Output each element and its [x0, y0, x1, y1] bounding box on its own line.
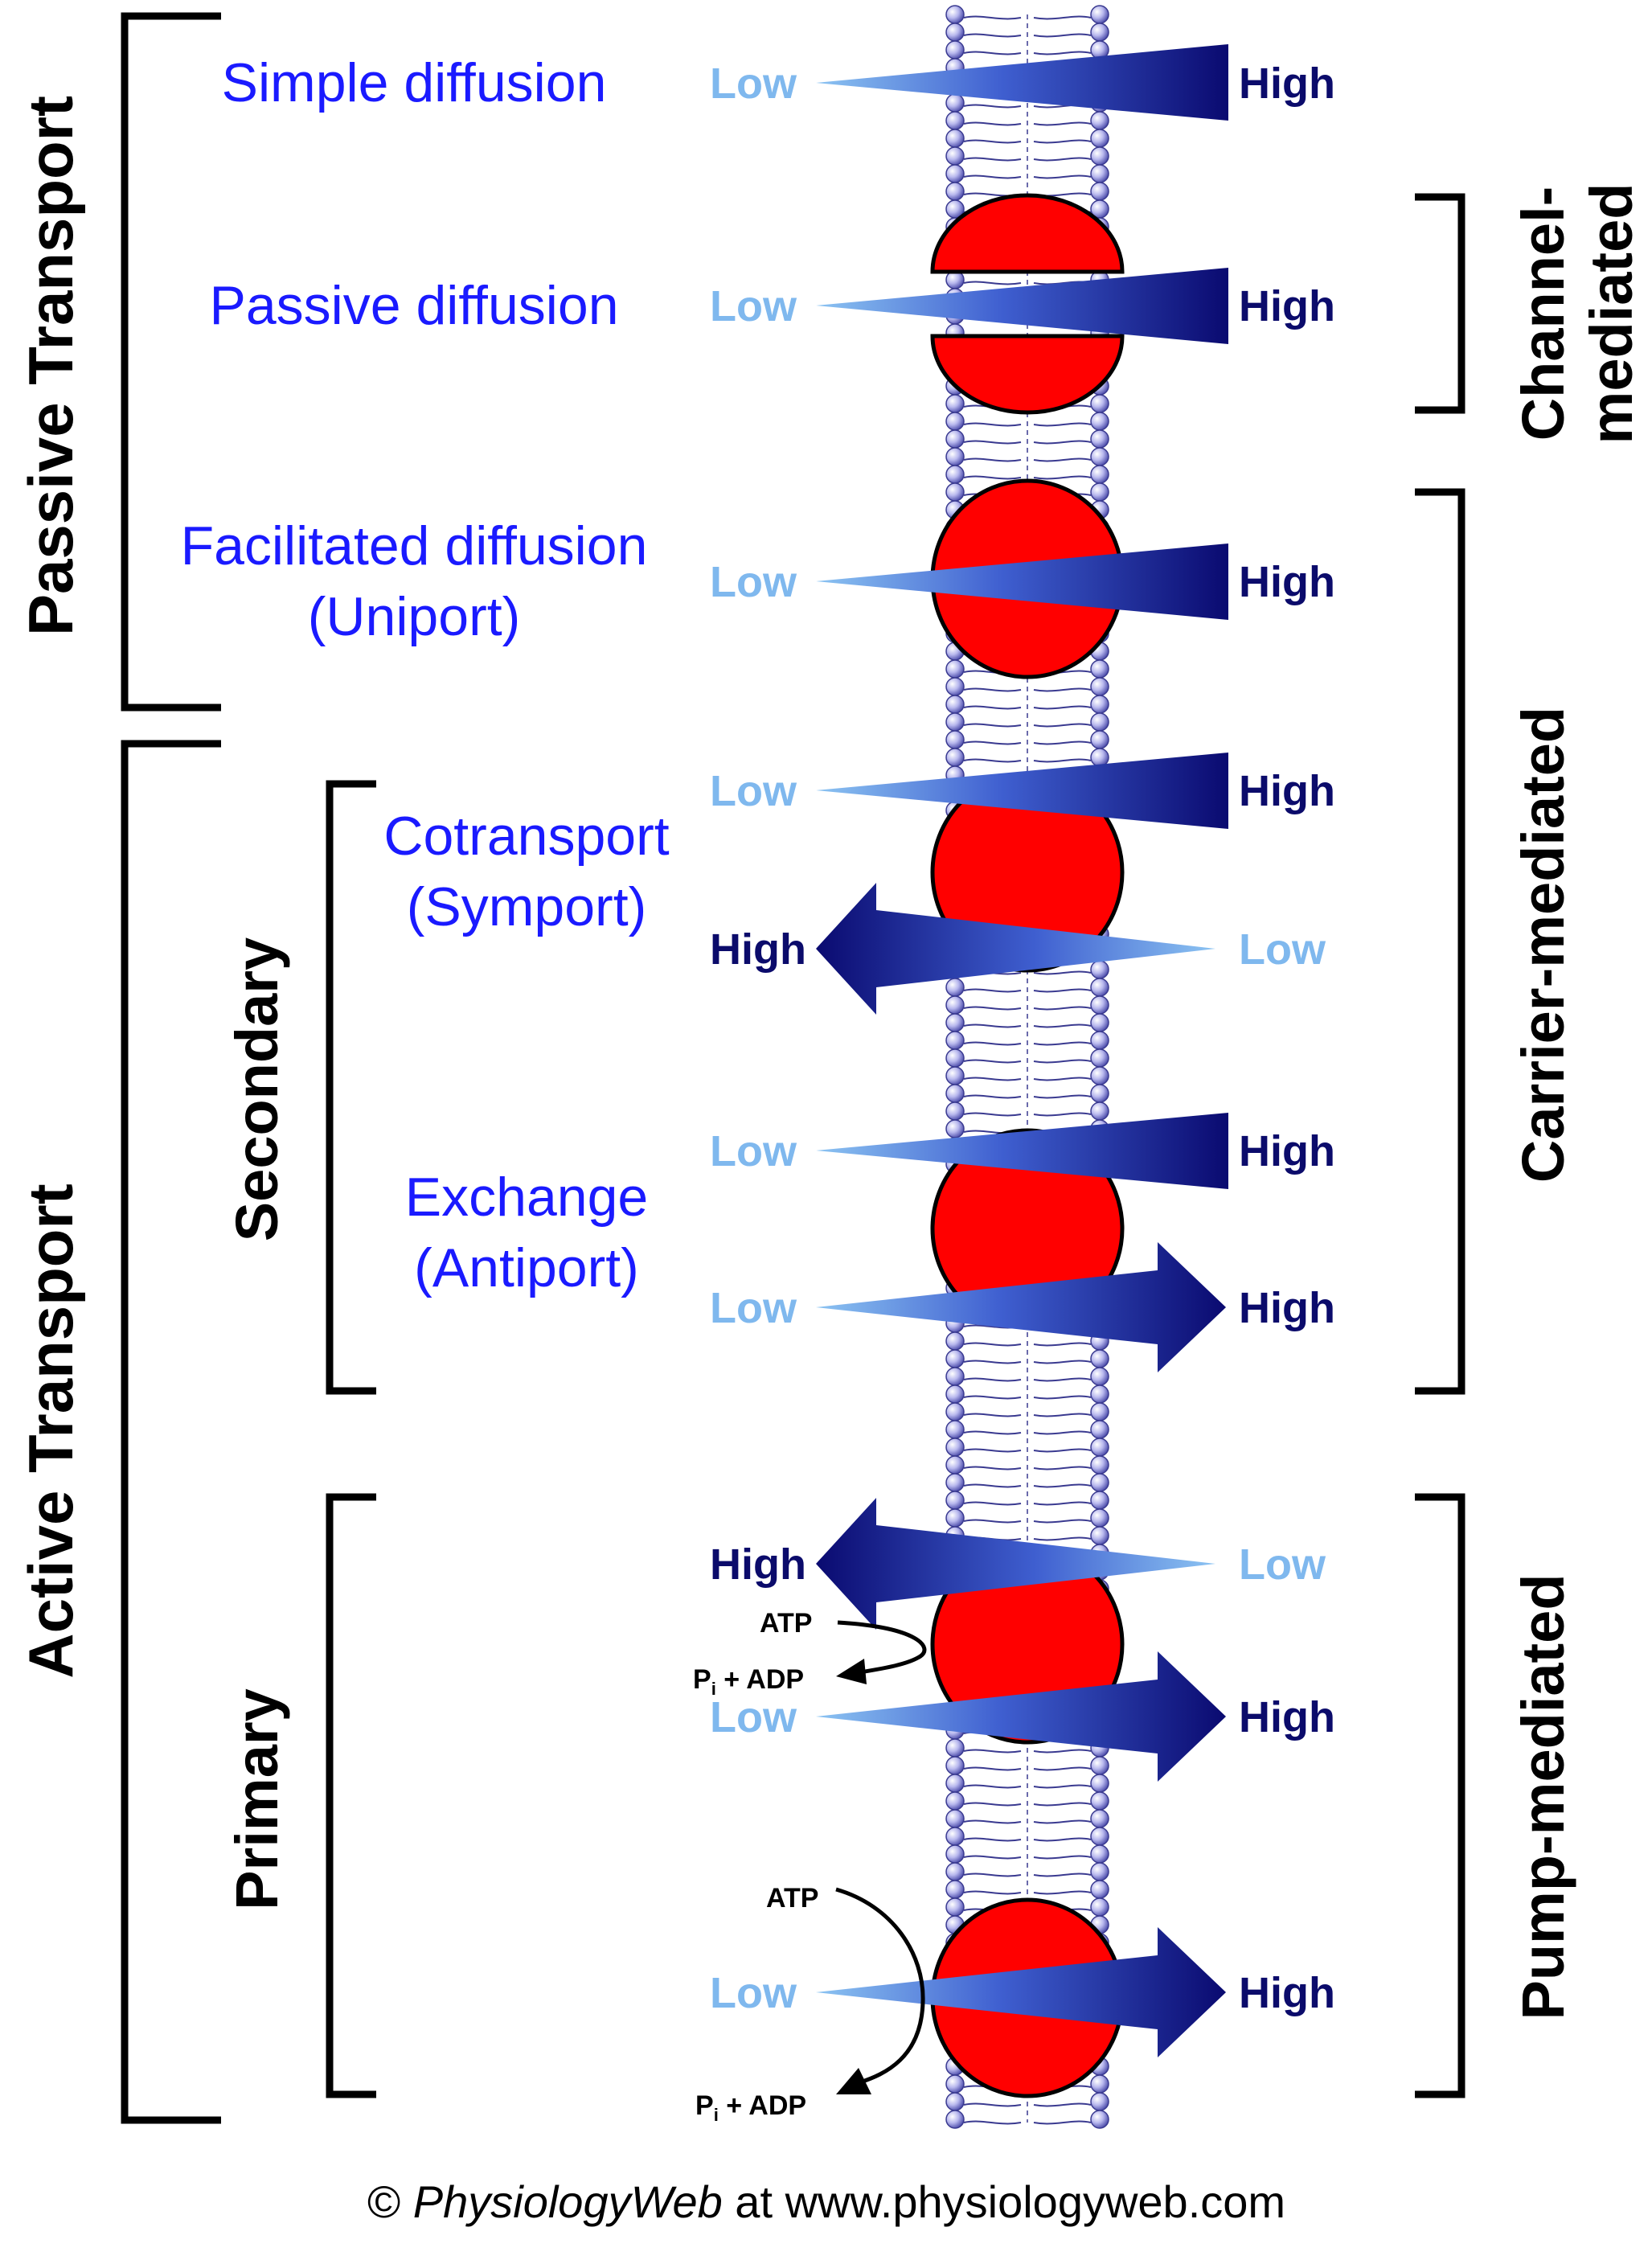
high-label: High — [1239, 282, 1335, 330]
label-exchange-line2: (Antiport) — [414, 1237, 639, 1298]
bracket-carrier-mediated — [1415, 488, 1465, 1395]
channel-protein-top-half — [930, 193, 1125, 274]
atp-label-upper: ATP — [760, 1608, 812, 1639]
antiport-gradient-arrow-2 — [816, 1242, 1226, 1372]
high-label: High — [1239, 1127, 1335, 1175]
low-label: Low — [1239, 1540, 1326, 1589]
bracket-pump-mediated — [1415, 1493, 1465, 2098]
high-label: High — [1239, 59, 1335, 108]
adp-label-lower: Pi + ADP — [695, 2090, 806, 2125]
simple-diffusion-gradient-arrow — [816, 44, 1228, 121]
low-label: Low — [710, 1284, 797, 1332]
footer-url[interactable]: www.physiologyweb.com — [785, 2176, 1285, 2227]
high-label: High — [1239, 558, 1335, 606]
label-active-transport: Active Transport — [15, 1183, 86, 1679]
low-label: Low — [710, 767, 797, 815]
high-label: High — [710, 925, 806, 974]
label-simple-diffusion: Simple diffusion — [222, 52, 607, 113]
low-label: Low — [710, 1693, 797, 1741]
label-facilitated-line1: Facilitated diffusion — [181, 515, 648, 576]
high-label: High — [1239, 767, 1335, 815]
gradient-labels: Low High Low High Low High Low High High… — [710, 59, 1335, 2017]
antiport-gradient-arrow-1 — [816, 1113, 1228, 1189]
high-label: High — [1239, 1969, 1335, 2017]
label-channel-line2: mediated — [1578, 183, 1645, 445]
high-label: High — [1239, 1284, 1335, 1332]
label-pump-mediated: Pump-mediated — [1510, 1573, 1576, 2020]
atp-hydrolysis-arrow-upper — [836, 1620, 927, 1684]
pump-upper-arrow-out — [816, 1498, 1215, 1630]
high-label: High — [710, 1540, 806, 1589]
channel-protein-bottom-half — [930, 334, 1125, 415]
bracket-primary — [326, 1493, 376, 2098]
symport-gradient-arrow-1 — [816, 753, 1228, 829]
passive-diffusion-gradient-arrow — [816, 268, 1228, 344]
label-passive-transport: Passive Transport — [15, 96, 86, 636]
pump-lower-arrow — [816, 1927, 1226, 2057]
high-label: High — [1239, 1693, 1335, 1741]
label-exchange-line1: Exchange — [405, 1167, 648, 1228]
label-primary: Primary — [223, 1688, 290, 1910]
label-facilitated-line2: (Uniport) — [308, 586, 521, 647]
copyright-symbol: © — [367, 2176, 400, 2227]
bracket-secondary — [326, 780, 376, 1395]
low-label: Low — [710, 1127, 797, 1175]
symport-driving-arrow — [816, 883, 1215, 1015]
low-label: Low — [1239, 925, 1326, 974]
label-cotransport-line1: Cotransport — [383, 806, 669, 867]
label-carrier-mediated: Carrier-mediated — [1510, 707, 1576, 1183]
bracket-passive-transport — [121, 12, 221, 712]
adp-label-upper: Pi + ADP — [693, 1664, 804, 1699]
atp-hydrolysis-arrow-lower — [835, 1887, 925, 2094]
atp-label-lower: ATP — [766, 1883, 818, 1913]
label-cotransport-line2: (Symport) — [407, 876, 646, 937]
low-label: Low — [710, 1969, 797, 2017]
label-channel-line1: Channel- — [1510, 187, 1576, 441]
bracket-active-transport — [121, 740, 221, 2124]
pump-upper-arrow-in — [816, 1651, 1226, 1782]
low-label: Low — [710, 558, 797, 606]
uniport-gradient-arrow — [816, 543, 1228, 620]
label-secondary: Secondary — [223, 937, 290, 1241]
label-passive-diffusion: Passive diffusion — [209, 275, 618, 336]
footer-credit: © PhysiologyWeb at www.physiologyweb.com — [367, 2176, 1285, 2227]
low-label: Low — [710, 282, 797, 330]
footer-at: at — [735, 2176, 773, 2227]
low-label: Low — [710, 59, 797, 108]
brand-name: PhysiologyWeb — [413, 2176, 723, 2227]
bracket-channel-mediated — [1415, 193, 1465, 414]
